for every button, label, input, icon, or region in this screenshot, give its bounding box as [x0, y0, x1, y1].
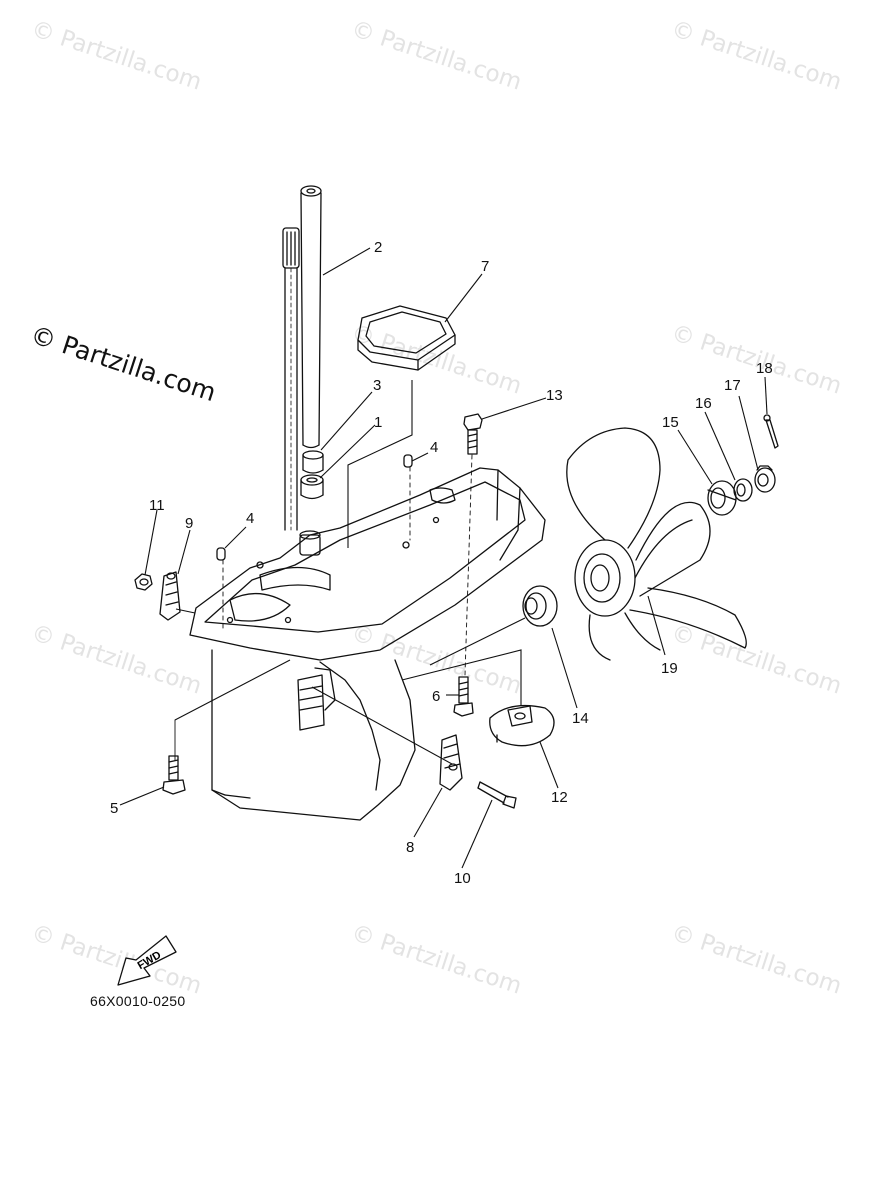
callout-4: 4 [430, 439, 439, 456]
callout-12: 12 [551, 789, 568, 806]
part-2-tube [300, 185, 322, 449]
callout-19: 19 [661, 660, 678, 677]
callout-1: 1 [374, 414, 383, 431]
part-10-screw [477, 781, 517, 809]
part-4-dowel-pin [216, 454, 413, 561]
callout-10: 10 [454, 870, 471, 887]
part-5-bolt [162, 755, 186, 795]
callout-4: 4 [246, 510, 255, 527]
part-8-grille [439, 734, 463, 791]
callout-6: 6 [432, 688, 441, 705]
part-13-bolt [463, 413, 483, 455]
fwd-arrow [117, 935, 177, 986]
callout-3: 3 [373, 377, 382, 394]
callout-9: 9 [185, 515, 194, 532]
part-9-grommet [159, 571, 181, 621]
callout-13: 13 [546, 387, 563, 404]
part-14-washer [522, 585, 558, 627]
lower-case-housing [189, 467, 546, 821]
callout-2: 2 [374, 239, 383, 256]
part-17-nut [754, 465, 776, 493]
part-12-anode [489, 704, 555, 747]
diagram-code: 66X0010-0250 [90, 993, 186, 1009]
callout-7: 7 [481, 258, 490, 275]
fwd-label: FWD [136, 949, 164, 972]
part-16-washer [733, 478, 753, 502]
part-3-bushing [302, 450, 324, 474]
part-7-gasket [357, 305, 456, 371]
callout-8: 8 [406, 839, 415, 856]
part-15-spacer [707, 480, 737, 516]
callout-11: 11 [149, 497, 165, 514]
part-6-bolt [453, 676, 474, 717]
part-11-nut [134, 573, 153, 591]
callout-15: 15 [662, 414, 679, 431]
callout-5: 5 [110, 800, 119, 817]
callout-14: 14 [572, 710, 589, 727]
leader-lines [119, 247, 768, 869]
callout-18: 18 [756, 360, 773, 377]
part-1-grommet [300, 474, 324, 500]
callout-17: 17 [724, 377, 741, 394]
callout-16: 16 [695, 395, 712, 412]
part-18-cotter-pin [763, 414, 779, 449]
part-19-propeller [566, 427, 747, 661]
drive-shaft [282, 227, 300, 531]
